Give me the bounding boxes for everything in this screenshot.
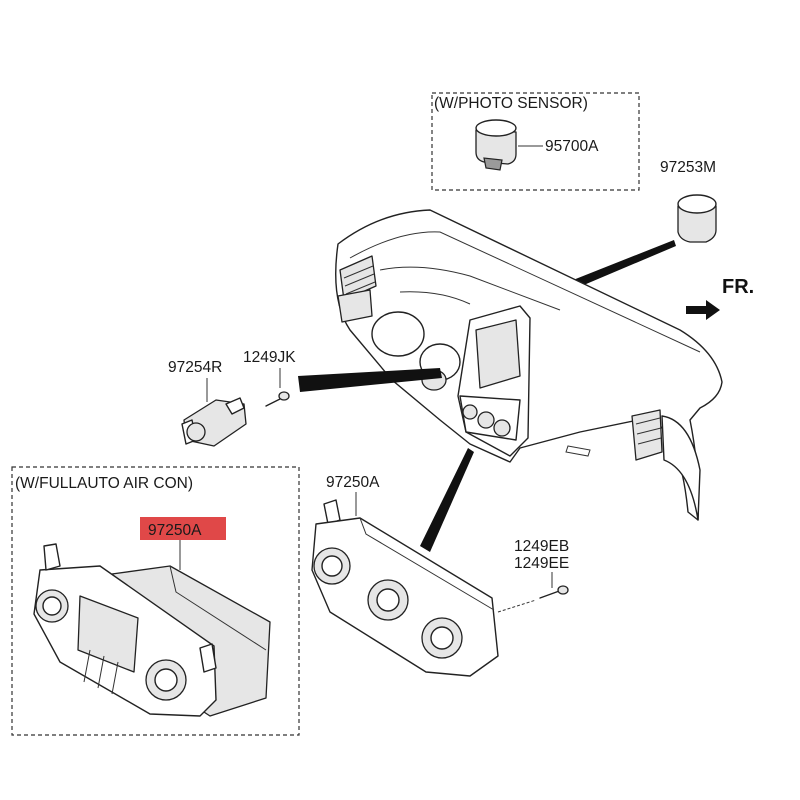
manual-control-part-number: 97250A (326, 474, 380, 491)
bolt-a-part-number: 1249EB (514, 538, 569, 555)
sensor-cap-part (677, 194, 717, 243)
fullauto-dashed-box (11, 466, 300, 736)
front-direction-marker: FR. (686, 276, 754, 320)
photo-sensor-callout: (W/PHOTO SENSOR) 95700A (431, 92, 640, 191)
fullauto-control-part-number: 97250A (148, 522, 202, 539)
fullauto-box-label: (W/FULLAUTO AIR CON) (15, 475, 193, 492)
dashboard-panel (335, 209, 723, 521)
bolt-group: 1249EB 1249EE (497, 538, 569, 613)
switch-pointer (298, 368, 442, 392)
manual-control-pointer (420, 448, 474, 552)
photo-sensor-dashed-box (431, 92, 640, 191)
bolt-dash-line (497, 599, 537, 613)
sensor-cap-part-number: 97253M (660, 159, 716, 176)
fullauto-control-unit (33, 543, 271, 717)
bolt-b-part-number: 1249EE (514, 555, 569, 572)
screw-upper-part (265, 391, 290, 407)
sensor-cap-group: 97253M (568, 159, 717, 290)
switch-assembly-group: 97254R 1249JK (168, 349, 442, 447)
manual-control-group: 97250A (311, 448, 499, 677)
sensor-cap-pointer (568, 240, 676, 290)
front-label: FR. (722, 276, 754, 298)
switch-assembly-part-number: 97254R (168, 359, 222, 376)
photo-sensor-part-number: 95700A (545, 138, 599, 155)
manual-control-unit (311, 499, 499, 677)
fullauto-callout: (W/FULLAUTO AIR CON) 97250A (11, 466, 300, 736)
switch-assembly-part (181, 397, 247, 447)
photo-sensor-box-label: (W/PHOTO SENSOR) (434, 95, 588, 112)
photo-sensor-part (475, 119, 517, 171)
screw-upper-part-number: 1249JK (243, 349, 296, 366)
highlight-badge (140, 517, 226, 540)
bolt-part (539, 585, 569, 599)
arrow-right-icon (686, 300, 720, 320)
